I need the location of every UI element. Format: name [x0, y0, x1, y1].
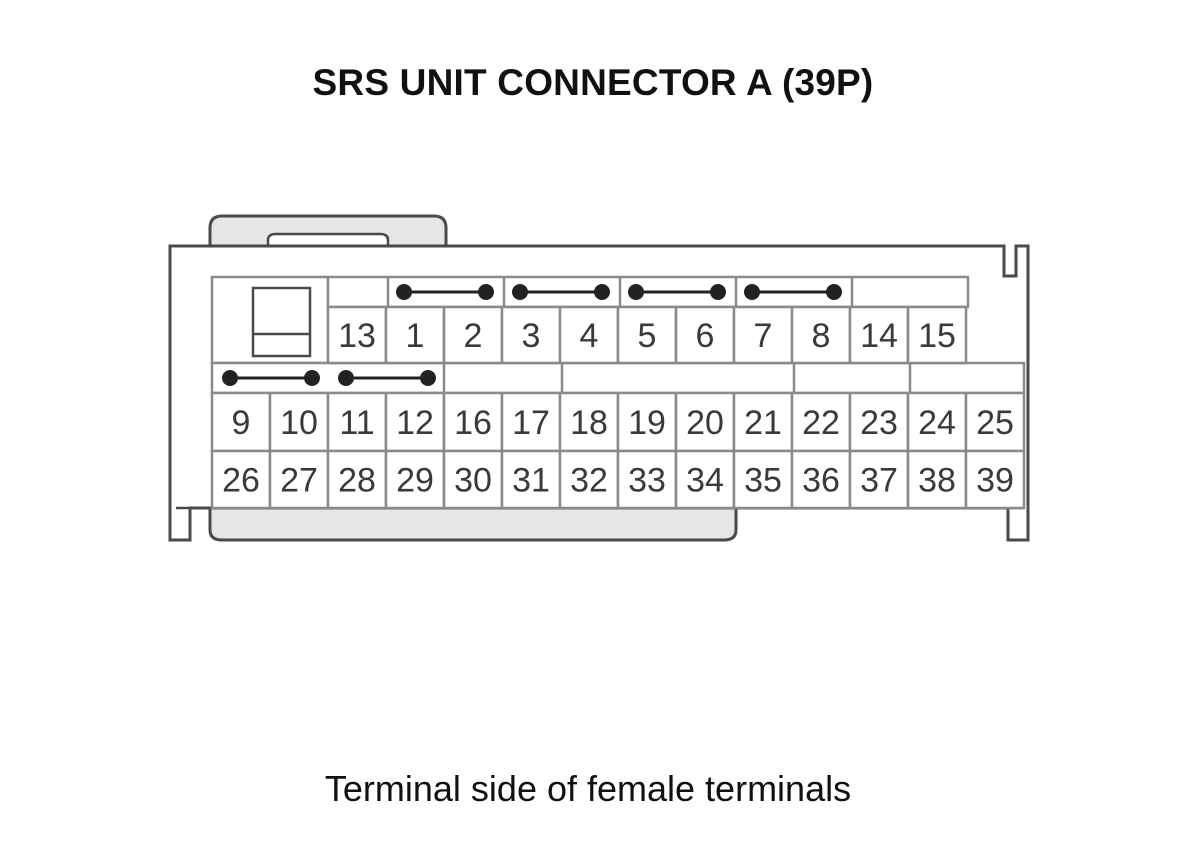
pin-label-20: 20 [686, 404, 724, 442]
pin-cell-8 [790, 305, 852, 365]
pin-label-7: 7 [754, 317, 773, 355]
top-latch-slot [266, 232, 390, 246]
pin-label-34: 34 [686, 462, 724, 500]
pin-label-5: 5 [638, 317, 657, 355]
pin-label-19: 19 [628, 404, 666, 442]
pin-cell-39 [964, 449, 1026, 510]
pin-label-21: 21 [744, 404, 782, 442]
pin-label-10: 10 [280, 404, 318, 442]
pin-label-16: 16 [454, 404, 492, 442]
pin-cell-10 [268, 391, 330, 453]
pin-cell-6 [674, 305, 736, 365]
pin-cell-21 [732, 391, 794, 453]
pin-label-39: 39 [976, 462, 1014, 500]
pin-cell-30 [442, 449, 504, 510]
pin-cell-7 [732, 305, 794, 365]
pin-label-3: 3 [522, 317, 541, 355]
pin-label-38: 38 [918, 462, 956, 500]
pin-cell-15 [906, 305, 968, 365]
pin-cell-22 [790, 391, 852, 453]
pin-label-30: 30 [454, 462, 492, 500]
pin-cell-3 [500, 305, 562, 365]
shorting-bar-11-12 [338, 370, 436, 386]
pin-label-27: 27 [280, 462, 318, 500]
bottom-latch [208, 506, 738, 542]
pin-label-31: 31 [512, 462, 550, 500]
pin-cell-34 [674, 449, 736, 510]
shorting-bar-5-6 [628, 284, 726, 300]
diagram-title: SRS UNIT CONNECTOR A (39P) [312, 62, 874, 103]
pin-cell-18 [558, 391, 620, 453]
pin-cell-38 [906, 449, 968, 510]
pin-label-24: 24 [918, 404, 956, 442]
pin-label-23: 23 [860, 404, 898, 442]
pin-label-25: 25 [976, 404, 1014, 442]
pin-cell-26 [210, 449, 272, 510]
pin-cell-14 [848, 305, 910, 365]
pin-cell-13 [326, 305, 388, 365]
pin-label-12: 12 [396, 404, 434, 442]
pin-label-26: 26 [222, 462, 260, 500]
pin-label-4: 4 [580, 317, 599, 355]
pin-label-18: 18 [570, 404, 608, 442]
pin-label-33: 33 [628, 462, 666, 500]
pin-label-17: 17 [512, 404, 550, 442]
pin-label-2: 2 [464, 317, 483, 355]
pin-label-11: 11 [339, 404, 374, 442]
pin-cell-17 [500, 391, 562, 453]
pin-label-32: 32 [570, 462, 608, 500]
pin-label-29: 29 [396, 462, 434, 500]
pin-label-9: 9 [232, 404, 251, 442]
shorting-bar-7-8 [744, 284, 842, 300]
pin-label-36: 36 [802, 462, 840, 500]
shorting-bar-9-10 [222, 370, 320, 386]
pin-label-37: 37 [860, 462, 898, 500]
diagram-caption: Terminal side of female terminals [324, 768, 852, 809]
pin-label-1: 1 [406, 317, 425, 355]
pin-label-6: 6 [696, 317, 715, 355]
pin-cell-2 [442, 305, 504, 365]
pin-cell-37 [848, 449, 910, 510]
pin-label-14: 14 [860, 317, 898, 355]
shorting-bar-1-2 [396, 284, 494, 300]
pin-label-35: 35 [744, 462, 782, 500]
pin-label-15: 15 [918, 317, 956, 355]
pin-label-22: 22 [802, 404, 840, 442]
pin-label-28: 28 [338, 462, 376, 500]
housing-outline [168, 244, 1030, 542]
pin-cell-33 [616, 449, 678, 510]
key-inner [251, 286, 312, 358]
pin-label-13: 13 [338, 317, 376, 355]
pin-cell-35 [732, 449, 794, 510]
pin-label-8: 8 [812, 317, 831, 355]
shorting-bar-3-4 [512, 284, 610, 300]
shorting-bars [222, 284, 842, 386]
pin-cell-32 [558, 449, 620, 510]
pin-cell-1 [384, 305, 446, 365]
